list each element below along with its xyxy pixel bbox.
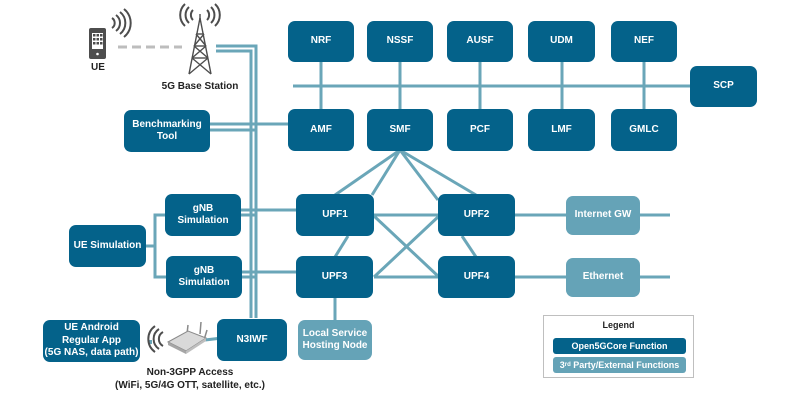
ue-simulation[interactable]: UE Simulation xyxy=(69,225,146,267)
upf4[interactable]: UPF4 xyxy=(438,256,515,298)
ethernet[interactable]: Ethernet xyxy=(566,258,640,297)
gnb-simulation-2[interactable]: gNB Simulation xyxy=(166,256,242,298)
legend-external-text: Party/External Functions xyxy=(570,360,680,370)
local-service-hosting-node[interactable]: Local Service Hosting Node xyxy=(298,320,372,360)
internet-gw[interactable]: Internet GW xyxy=(566,196,640,235)
gnb-simulation-1[interactable]: gNB Simulation xyxy=(165,194,241,236)
nf-smf[interactable]: SMF xyxy=(367,109,433,151)
non3gpp-access-label: Non-3GPP Access (WiFi, 5G/4G OTT, satell… xyxy=(115,367,265,391)
smartphone-icon xyxy=(89,28,106,59)
nf-udm[interactable]: UDM xyxy=(528,21,595,62)
nf-amf[interactable]: AMF xyxy=(288,109,354,151)
legend-external-sup: rd xyxy=(564,362,571,368)
base-station-label: 5G Base Station xyxy=(161,81,239,92)
nf-gmlc[interactable]: GMLC xyxy=(611,109,677,151)
n3iwf[interactable]: N3IWF xyxy=(217,319,287,361)
ue-android-app[interactable]: UE Android Regular App (5G NAS, data pat… xyxy=(43,320,140,362)
benchmarking-tool[interactable]: Benchmarking Tool xyxy=(124,110,210,152)
legend-external-prefix: 3 xyxy=(559,360,565,370)
nf-nssf[interactable]: NSSF xyxy=(367,21,433,62)
ue-label: UE xyxy=(91,62,105,73)
cell-tower-icon xyxy=(179,3,221,75)
upf1[interactable]: UPF1 xyxy=(296,194,374,236)
radio-waves-icon xyxy=(111,8,132,38)
nf-nef[interactable]: NEF xyxy=(611,21,677,62)
legend-title: Legend xyxy=(602,320,635,330)
nf-pcf[interactable]: PCF xyxy=(447,109,513,151)
upf3[interactable]: UPF3 xyxy=(296,256,373,298)
nf-scp[interactable]: SCP xyxy=(690,66,757,107)
wifi-router-icon xyxy=(147,321,208,354)
nf-nrf[interactable]: NRF xyxy=(288,21,354,62)
nf-ausf[interactable]: AUSF xyxy=(447,21,513,62)
upf2[interactable]: UPF2 xyxy=(438,194,515,236)
legend-core-function: Open5GCore Function xyxy=(553,338,686,354)
nf-lmf[interactable]: LMF xyxy=(528,109,595,151)
